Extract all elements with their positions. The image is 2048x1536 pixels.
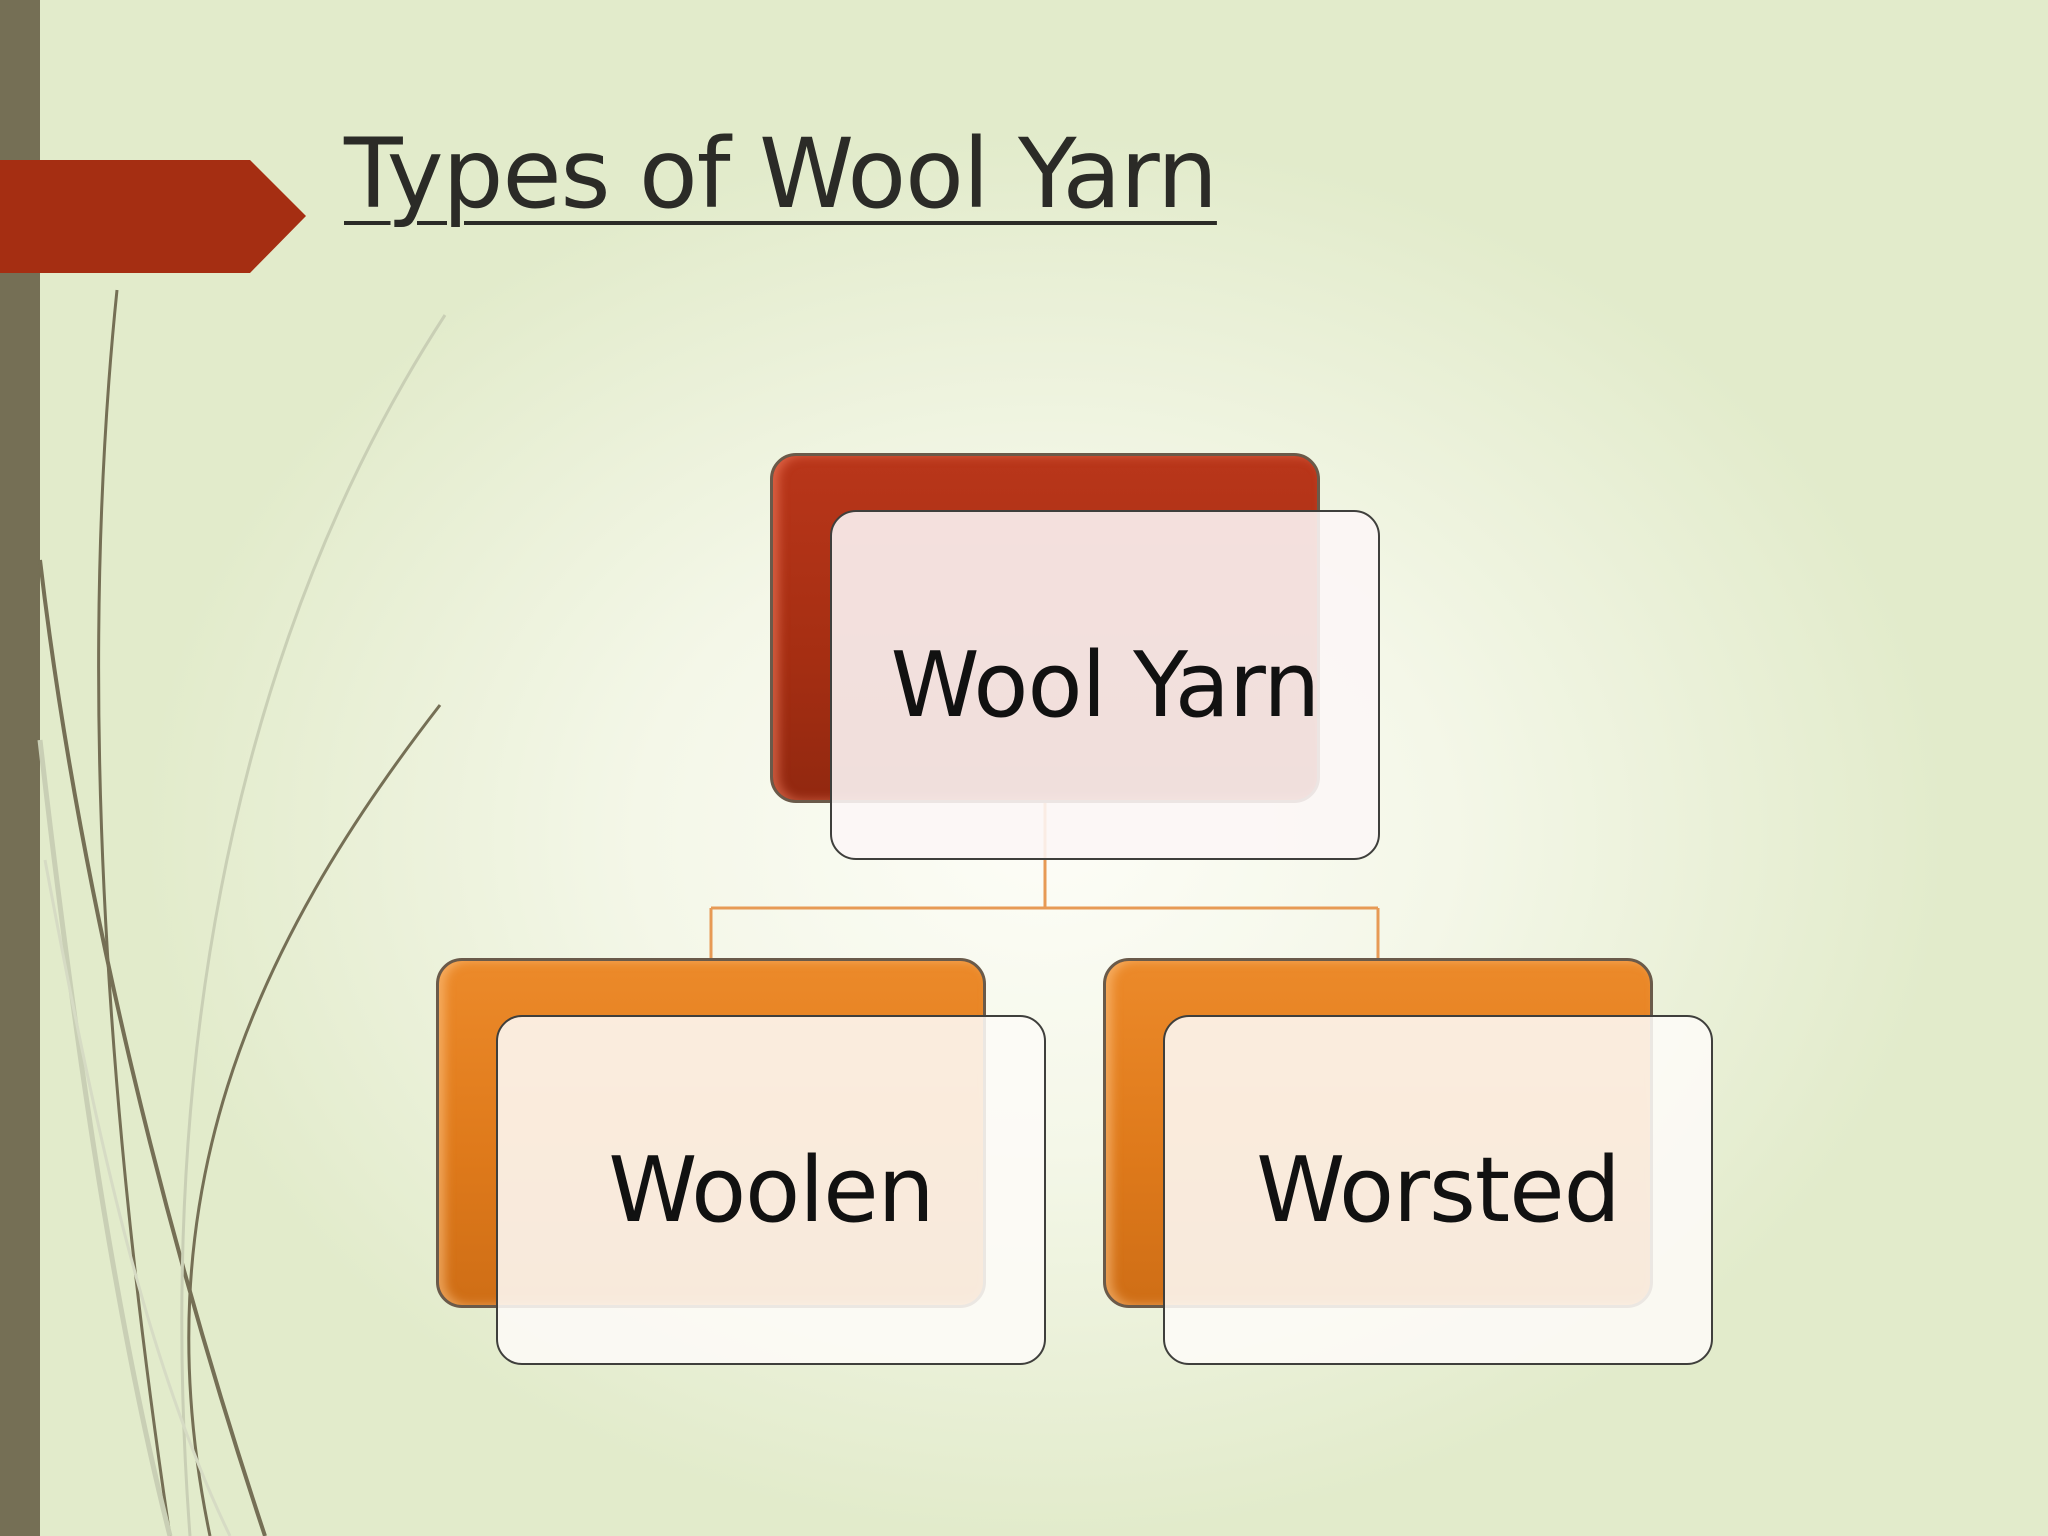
child-node-woolen: Woolen — [496, 1015, 1046, 1365]
child-node-woolen-label: Woolen — [608, 1137, 934, 1243]
root-node-label: Wool Yarn — [890, 632, 1321, 738]
child-node-worsted: Worsted — [1163, 1015, 1713, 1365]
slide-title: Types of Wool Yarn — [344, 118, 1218, 230]
root-node: Wool Yarn — [830, 510, 1380, 860]
child-node-worsted-label: Worsted — [1256, 1137, 1620, 1243]
title-arrow-shape — [0, 160, 306, 273]
